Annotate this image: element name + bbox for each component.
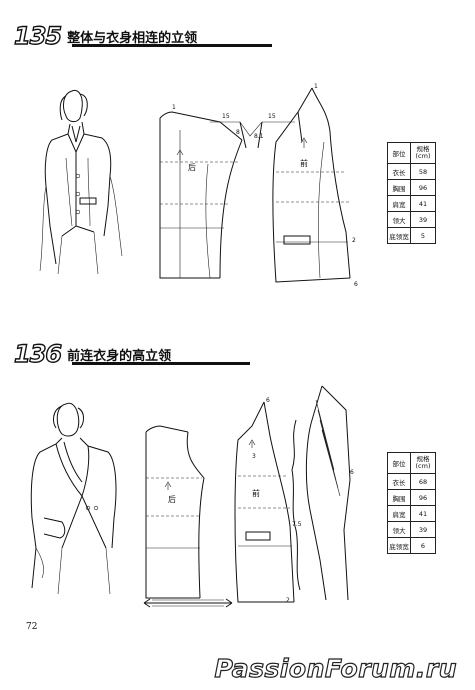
table-cell: 5 xyxy=(410,227,436,244)
spec-table-136: 部位 规格 (cm) 衣长 68 胸围 96 肩宽 41 领大 39 底领宽 6 xyxy=(387,452,436,554)
table-cell: 6 xyxy=(410,537,436,554)
table-cell: 41 xyxy=(410,195,436,212)
dim-label: 1 xyxy=(314,83,318,90)
dim-label: 6 xyxy=(354,281,358,288)
table-cell: 58 xyxy=(410,163,436,180)
table-row: 领大 39 xyxy=(387,521,436,538)
title-underline xyxy=(72,362,250,365)
front-piece-label: 前 xyxy=(300,158,308,168)
table-cell: 衣长 xyxy=(387,473,411,490)
back-piece-label: 后 xyxy=(168,494,176,504)
table-header: 规格 (cm) xyxy=(410,452,436,474)
back-pattern-135: 1 后 xyxy=(159,104,243,279)
table-cell: 衣长 xyxy=(387,163,411,180)
front-pattern-136: 6 3 前 7.5 2 xyxy=(234,397,302,604)
table-row: 衣长 58 xyxy=(387,163,436,180)
table-cell: 胸围 xyxy=(387,489,411,506)
table-row: 底领宽 5 xyxy=(387,227,436,244)
table-cell: 底领宽 xyxy=(387,537,411,554)
table-header: 部位 xyxy=(387,142,411,164)
grainline-arrow xyxy=(143,598,233,608)
spec-table-135: 部位 规格 (cm) 衣长 58 胸围 96 肩宽 41 领大 39 底领宽 5 xyxy=(387,142,436,244)
table-cell: 领大 xyxy=(387,211,411,228)
dim-label: 8 xyxy=(236,129,240,136)
section-title: 前连衣身的高立领 xyxy=(67,349,172,364)
table-cell: 96 xyxy=(410,489,436,506)
section-136-heading: 136 前连衣身的高立领 xyxy=(13,340,172,368)
dim-label: 15 xyxy=(222,113,230,120)
site-watermark: PassionForum.ru xyxy=(214,653,457,683)
table-cell: 胸围 xyxy=(387,179,411,196)
fashion-sketch-136 xyxy=(30,402,117,595)
table-cell: 68 xyxy=(410,473,436,490)
collar-piece-136: 6 xyxy=(291,385,354,601)
table-cell: 39 xyxy=(410,211,436,228)
table-cell: 肩宽 xyxy=(387,195,411,212)
table-cell: 肩宽 xyxy=(387,505,411,522)
collar-draft-135: 15 15 8 8.1 xyxy=(210,113,295,149)
table-row: 衣长 68 xyxy=(387,473,436,490)
dim-label: 7.5 xyxy=(292,521,302,528)
section-135-heading: 135 整体与衣身相连的立领 xyxy=(13,22,198,50)
dim-label: 1 xyxy=(172,104,176,111)
section-title: 整体与衣身相连的立领 xyxy=(67,31,198,46)
dim-label: 2 xyxy=(286,597,290,604)
section-number: 136 xyxy=(13,340,63,368)
dim-label: 6 xyxy=(350,469,354,476)
front-pattern-135: 1 前 2 6 xyxy=(272,83,358,288)
table-row: 肩宽 41 xyxy=(387,195,436,212)
table-row: 肩宽 41 xyxy=(387,505,436,522)
dim-label: 2 xyxy=(352,237,356,244)
front-piece-label: 前 xyxy=(252,488,260,498)
dim-label: 3 xyxy=(252,453,256,460)
back-piece-label: 后 xyxy=(188,162,196,172)
table-row: 领大 39 xyxy=(387,211,436,228)
fashion-sketch-135 xyxy=(39,89,123,275)
dim-label: 6 xyxy=(266,397,270,404)
page-number: 72 xyxy=(26,622,38,632)
table-row: 胸围 96 xyxy=(387,179,436,196)
dim-label: 15 xyxy=(268,113,276,120)
table-row: 胸围 96 xyxy=(387,489,436,506)
table-row: 底领宽 6 xyxy=(387,537,436,554)
table-header: 部位 xyxy=(387,452,411,474)
section-number: 135 xyxy=(13,22,63,50)
table-header: 规格 (cm) xyxy=(410,142,436,164)
table-cell: 底领宽 xyxy=(387,227,411,244)
back-pattern-136: 后 xyxy=(145,425,205,599)
title-underline xyxy=(72,44,272,47)
table-cell: 39 xyxy=(410,521,436,538)
dim-label: 8.1 xyxy=(254,133,264,140)
table-cell: 领大 xyxy=(387,521,411,538)
table-cell: 96 xyxy=(410,179,436,196)
table-cell: 41 xyxy=(410,505,436,522)
